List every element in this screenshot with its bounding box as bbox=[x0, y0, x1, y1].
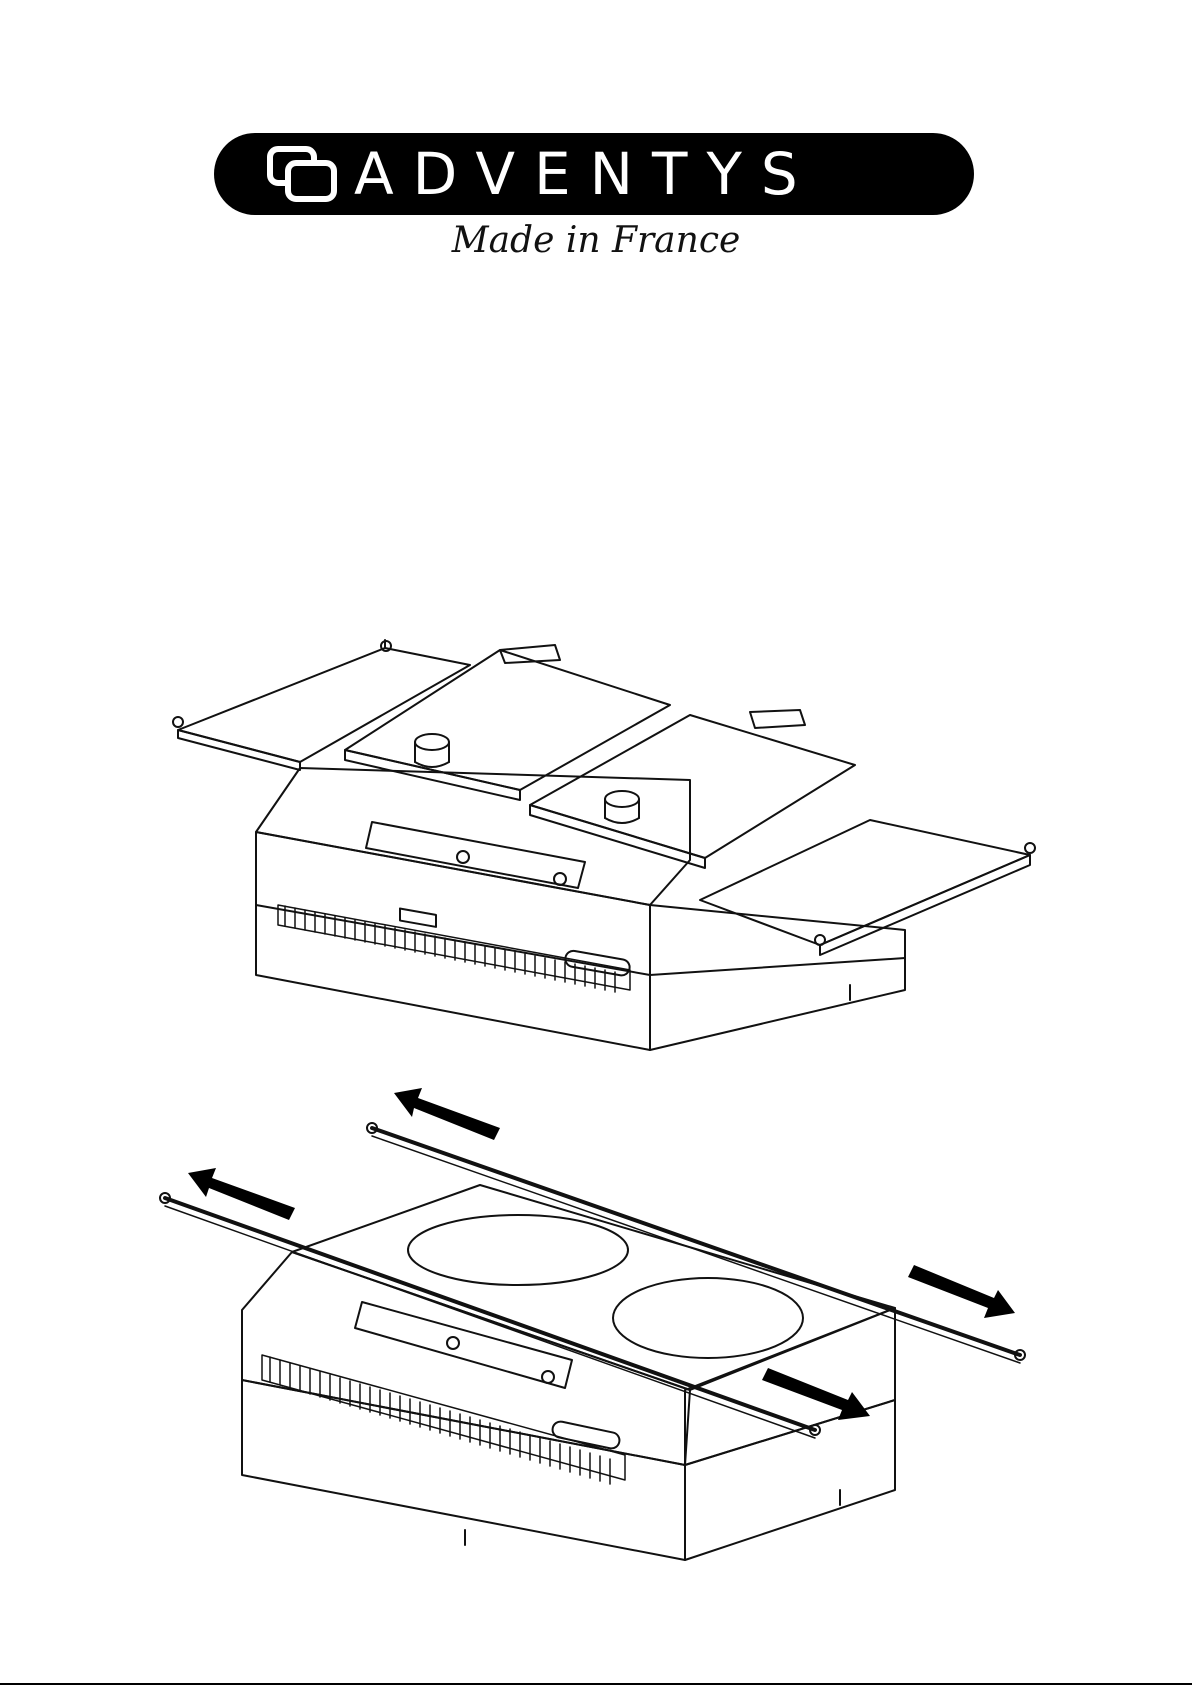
arrow-left-upper-icon bbox=[394, 1088, 500, 1140]
double-induction-hob-with-sliding-shelves-illustration bbox=[160, 1123, 1025, 1560]
arrow-right-lower-icon bbox=[762, 1368, 870, 1420]
double-griddle-with-lids-illustration bbox=[173, 640, 1035, 1050]
slide-direction-arrows bbox=[188, 1088, 1015, 1420]
arrow-right-upper-icon bbox=[908, 1265, 1015, 1318]
